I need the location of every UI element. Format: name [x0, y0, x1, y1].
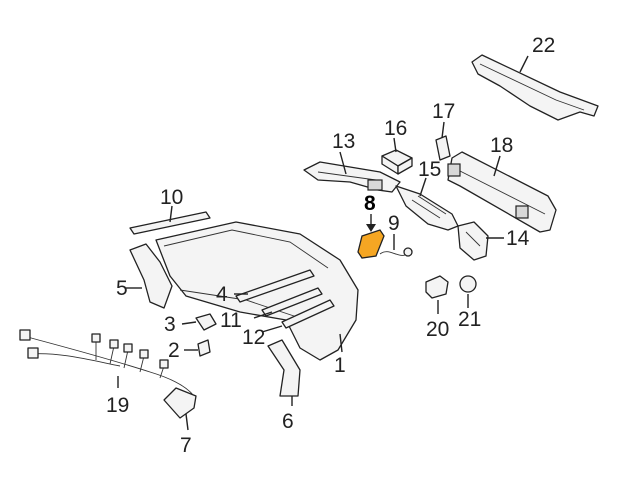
callout-4: 4 [216, 283, 228, 306]
callout-7: 7 [180, 434, 192, 457]
callout-5: 5 [116, 277, 128, 300]
part-5-side-bracket[interactable] [126, 243, 173, 309]
part-18-impact-bar[interactable] [447, 151, 557, 233]
callout-14: 14 [506, 227, 530, 250]
callout-19: 19 [106, 394, 129, 417]
part-22-spoiler[interactable] [471, 54, 599, 121]
callout-21: 21 [458, 308, 481, 331]
part-2-bolt[interactable] [184, 339, 211, 357]
part-9-sensor[interactable] [379, 234, 413, 257]
part-14-side-bracket[interactable] [457, 221, 504, 261]
part-11-strip[interactable] [253, 287, 323, 319]
callout-1: 1 [334, 354, 346, 377]
part-6-lower-bracket[interactable] [267, 339, 301, 406]
part-15-bracket[interactable] [395, 177, 459, 231]
callout-17: 17 [432, 100, 455, 123]
part-12-lower-strip[interactable] [261, 299, 335, 333]
part-7-bracket[interactable] [163, 387, 197, 431]
callout-20: 20 [426, 318, 449, 341]
callout-13: 13 [332, 130, 355, 153]
callout-15: 15 [418, 158, 441, 181]
part-13-upper-trim[interactable] [303, 151, 401, 193]
callout-11: 11 [220, 309, 242, 332]
callout-12: 12 [242, 326, 265, 349]
part-3-clip[interactable] [181, 313, 217, 331]
callout-16: 16 [384, 117, 407, 140]
callout-10: 10 [160, 186, 183, 209]
part-16-block[interactable] [381, 137, 413, 175]
part-20-clip[interactable] [425, 275, 449, 314]
callout-2: 2 [168, 339, 180, 362]
callout-18: 18 [490, 134, 513, 157]
callout-8: 8 [364, 192, 376, 215]
callout-9: 9 [388, 212, 400, 235]
part-17-bracket[interactable] [435, 121, 451, 161]
callout-22: 22 [532, 34, 555, 57]
part-8-highlighted-pad[interactable] [357, 214, 385, 259]
part-21-cap[interactable] [459, 275, 477, 308]
part-19-wiring-harness[interactable] [19, 329, 195, 397]
part-10-top-strip[interactable] [129, 205, 211, 235]
callout-6: 6 [282, 410, 294, 433]
callout-3: 3 [164, 313, 176, 336]
part-4-strip[interactable] [234, 269, 315, 303]
